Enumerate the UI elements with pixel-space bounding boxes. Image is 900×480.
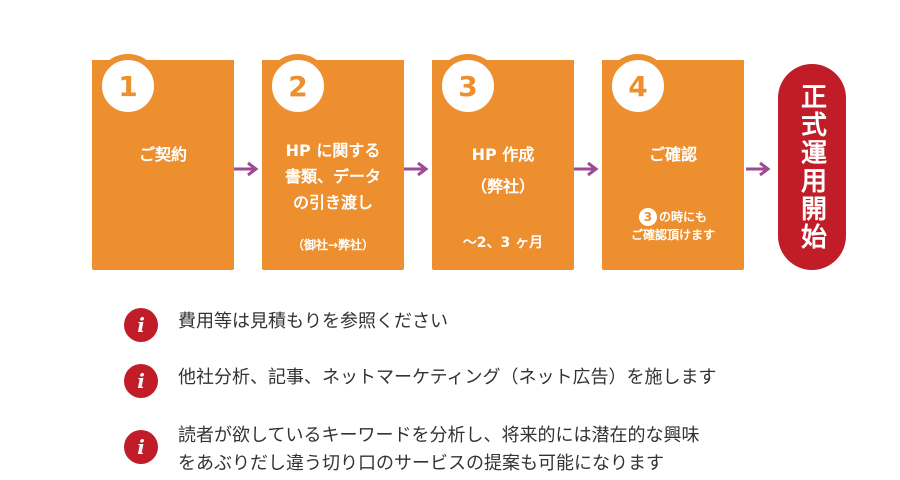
step-title: ご確認 <box>608 142 738 168</box>
process-flow: 1 ご契約 2 HP に関する 書類、データ の引き渡し （御社→弊社） 3 H… <box>92 54 846 270</box>
note-line: をあぶりだし違う切り口のサービスの提案も可能になります <box>178 453 664 474</box>
final-step-label: 正式運用開始 <box>796 83 827 251</box>
step-title: ご契約 <box>98 142 228 168</box>
step-3: 3 HP 作成 （弊社） 〜2、3 ヶ月 <box>432 54 574 270</box>
step-sub: 〜2、3 ヶ月 <box>462 235 544 251</box>
note-text: 読者が欲しているキーワードを分析し、将来的には潜在的な興味 をあぶりだし違う切り… <box>178 422 699 478</box>
step-title-line: ご確認 <box>648 145 697 164</box>
arrow-right-icon <box>574 162 599 176</box>
step-sub: （御社→弊社） <box>291 238 375 252</box>
note-item: i 読者が欲しているキーワードを分析し、将来的には潜在的な興味 をあぶりだし違う… <box>124 422 699 478</box>
step-title-line: 書類、データ <box>284 167 381 186</box>
step-title-line: HP 作成 <box>471 145 535 164</box>
step-title: HP 作成 （弊社） <box>438 142 568 200</box>
arrow-right-icon <box>746 162 771 176</box>
step-title: HP に関する 書類、データ の引き渡し <box>268 138 398 216</box>
step-number-badge: 1 <box>96 54 160 118</box>
note-text: 費用等は見積もりを参照ください <box>178 308 448 336</box>
step-note-line: ご確認頂けます <box>630 228 715 242</box>
info-icon: i <box>124 364 158 398</box>
note-line: 他社分析、記事、ネットマーケティング（ネット広告）を施します <box>178 367 717 388</box>
step-title-line: HP に関する <box>285 141 381 160</box>
final-step-pill: 正式運用開始 <box>778 64 846 270</box>
note-item: i 他社分析、記事、ネットマーケティング（ネット広告）を施します <box>124 364 717 398</box>
note-item: i 費用等は見積もりを参照ください <box>124 308 448 342</box>
info-icon: i <box>124 430 158 464</box>
step-title-line: ご契約 <box>138 145 187 164</box>
arrow-right-icon <box>404 162 429 176</box>
step-title-line: の引き渡し <box>292 193 373 212</box>
step-number-badge: 3 <box>436 54 500 118</box>
info-icon: i <box>124 308 158 342</box>
step-note-text: の時にも <box>658 210 707 224</box>
step-number-badge: 4 <box>606 54 670 118</box>
step-number-badge: 2 <box>266 54 330 118</box>
note-line: 費用等は見積もりを参照ください <box>178 311 448 332</box>
step-ref-badge: 3 <box>638 208 657 226</box>
note-text: 他社分析、記事、ネットマーケティング（ネット広告）を施します <box>178 364 717 392</box>
note-line: 読者が欲しているキーワードを分析し、将来的には潜在的な興味 <box>178 425 700 446</box>
step-1: 1 ご契約 <box>92 54 234 270</box>
arrow-right-icon <box>234 162 259 176</box>
step-2: 2 HP に関する 書類、データ の引き渡し （御社→弊社） <box>262 54 404 270</box>
step-title-line: （弊社） <box>470 177 535 196</box>
